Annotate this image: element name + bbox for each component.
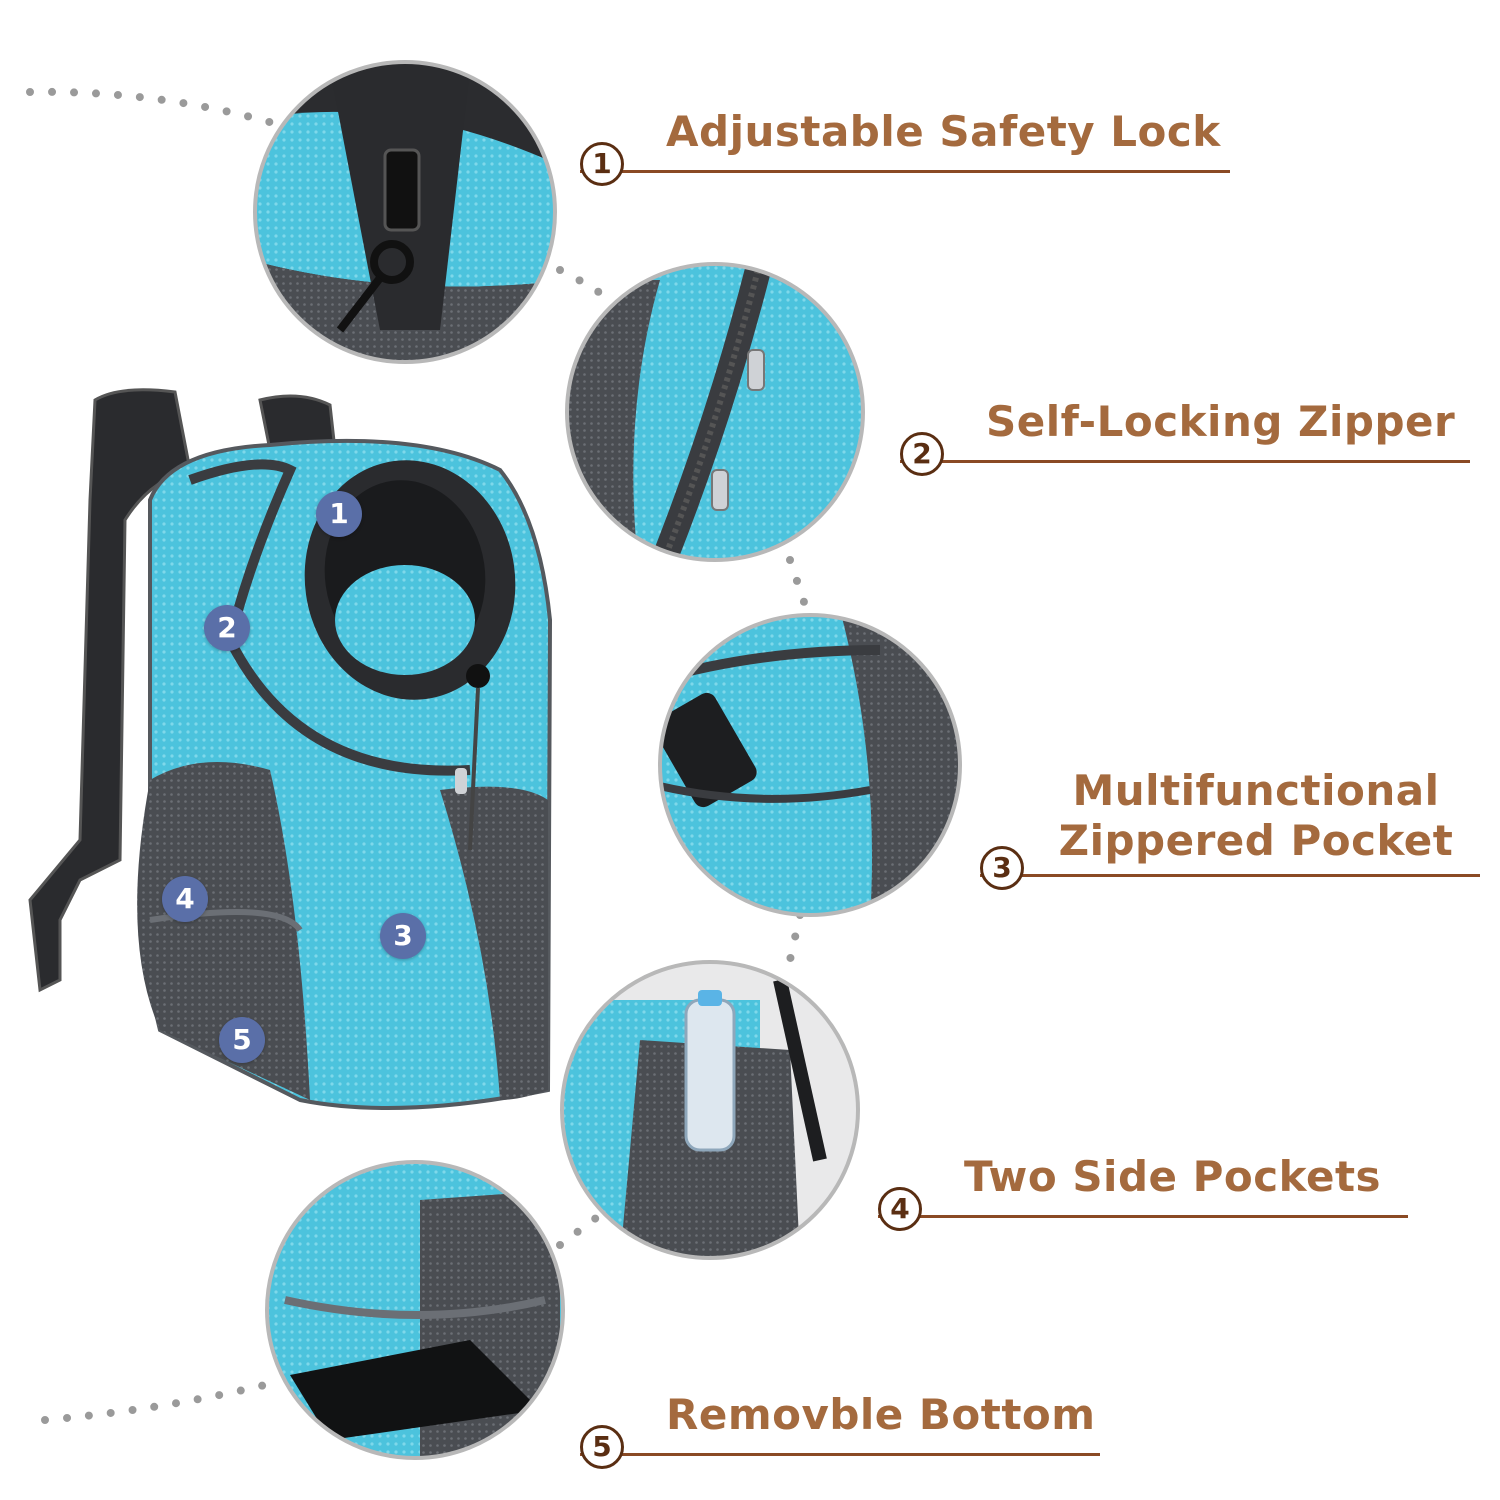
feature-number-3: 3: [980, 846, 1024, 890]
safety-lock-closeup: [253, 60, 557, 364]
backpack-badge-2: 2: [204, 605, 250, 651]
feature-text-pocket-line2: Zippered Pocket: [1058, 816, 1454, 865]
zipper-closeup: [565, 262, 865, 562]
feature-text-pocket: Multifunctional Zippered Pocket: [1046, 766, 1466, 866]
dotted-connectors: [26, 87, 809, 1424]
feature-text-side-pockets: Two Side Pockets: [964, 1152, 1382, 1201]
bottom-closeup: [265, 1160, 565, 1460]
backpack-badge-1: 1: [316, 491, 362, 537]
feature-text-pocket-line1: Multifunctional: [1072, 766, 1440, 815]
backpack-badge-3: 3: [380, 913, 426, 959]
feature-number-1: 1: [580, 142, 624, 186]
feature-number-4: 4: [878, 1187, 922, 1231]
side-pocket-closeup: [560, 960, 860, 1260]
feature-label-3: 3 Multifunctional Zippered Pocket: [980, 754, 1480, 890]
pocket-closeup: [658, 613, 962, 917]
feature-text-bottom: Removble Bottom: [666, 1390, 1096, 1439]
feature-label-4: 4 Two Side Pockets: [878, 1145, 1408, 1231]
feature-number-5: 5: [580, 1425, 624, 1469]
feature-label-5: 5 Removble Bottom: [580, 1383, 1100, 1469]
feature-text-safety-lock: Adjustable Safety Lock: [666, 107, 1221, 156]
feature-label-2: 2 Self-Locking Zipper: [900, 390, 1470, 476]
backpack-badge-4: 4: [162, 876, 208, 922]
feature-text-zipper: Self-Locking Zipper: [986, 397, 1456, 446]
backpack-badge-5: 5: [219, 1017, 265, 1063]
backpack-illustration: [28, 388, 553, 1110]
feature-number-2: 2: [900, 432, 944, 476]
feature-label-1: 1 Adjustable Safety Lock: [580, 100, 1230, 186]
